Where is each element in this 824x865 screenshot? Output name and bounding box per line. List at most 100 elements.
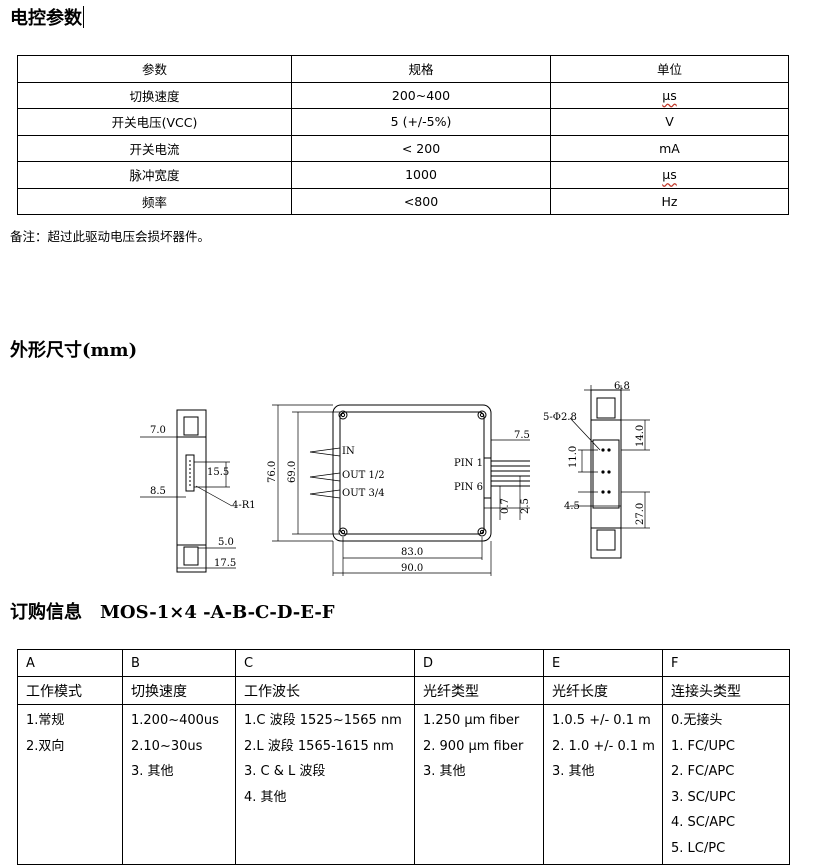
order-name-cell: 工作模式 — [17, 676, 123, 705]
text-cursor — [83, 6, 84, 28]
order-options-cell-e: 1.0.5 +/- 0.1 m 2. 1.0 +/- 0.1 m 3. 其他 — [543, 704, 663, 865]
option-item: 3. SC/UPC — [671, 789, 736, 805]
order-letter-cell: F — [662, 649, 790, 677]
option-item: 1.0.5 +/- 0.1 m — [552, 713, 651, 728]
option-item: 1.200~400us — [131, 713, 219, 728]
order-options-cell-d: 1.250 μm fiber 2. 900 μm fiber 3. 其他 — [414, 704, 544, 865]
spec-param-cell: 切换速度 — [17, 81, 292, 109]
option-item: 1.常规 — [26, 713, 65, 728]
dimension-drawing: 7.0 15.5 8.5 4-R1 5.0 17.5 76.0 69.0 IN … — [140, 381, 650, 576]
spec-header-cell: 规格 — [291, 55, 551, 83]
spec-header-cell: 参数 — [17, 55, 292, 83]
dim-label: 4-R1 — [232, 500, 256, 511]
spec-unit-cell: V — [550, 108, 789, 136]
order-letter-cell: B — [122, 649, 236, 677]
side-view-left — [140, 409, 236, 573]
dim-label: 7.5 — [514, 430, 530, 441]
warning-note: 备注：超过此驱动电压会损坏器件。 — [10, 229, 211, 244]
spec-unit-cell: μs — [550, 81, 789, 109]
order-letter-cell: A — [17, 649, 123, 677]
option-item: 1. FC/UPC — [671, 738, 735, 754]
spec-header-row: 参数 规格 单位 — [17, 55, 789, 83]
ordering-heading: 订购信息 MOS-1×4 -A-B-C-D-E-F — [10, 598, 335, 624]
dimensions-heading: 外形尺寸(mm) — [10, 340, 138, 361]
ordering-table: A B C D E F 工作模式 切换速度 工作波长 光纤类型 光纤长度 连接头… — [17, 649, 790, 865]
option-item: 2. FC/APC — [671, 764, 735, 779]
spec-param-cell: 频率 — [17, 187, 292, 215]
order-name-cell: 连接头类型 — [662, 676, 790, 705]
order-name-row: 工作模式 切换速度 工作波长 光纤类型 光纤长度 连接头类型 — [17, 676, 790, 705]
order-name-cell: 切换速度 — [122, 676, 236, 705]
dim-label: 4.5 — [564, 501, 580, 512]
order-letter-cell: D — [414, 649, 544, 677]
option-item: 3. C & L 波段 — [244, 764, 326, 779]
side-view-right — [569, 385, 650, 559]
option-item: 5. LC/PC — [671, 840, 726, 856]
top-view-main — [272, 404, 530, 576]
ordering-label: 订购信息 — [10, 602, 82, 623]
option-item: 2. 900 μm fiber — [423, 738, 524, 754]
spec-unit-cell: Hz — [550, 187, 789, 215]
option-item: 3. 其他 — [423, 764, 466, 779]
spec-value-cell: <800 — [291, 187, 551, 215]
dim-label: 7.0 — [150, 425, 166, 436]
spec-value-cell: 200~400 — [291, 81, 551, 109]
electrical-spec-table: 参数 规格 单位 切换速度 200~400 μs 开关电压(VCC) 5 (+/… — [17, 55, 789, 215]
spec-row: 开关电流 < 200 mA — [17, 134, 789, 162]
dim-label: 83.0 — [401, 547, 423, 558]
spec-param-cell: 脉冲宽度 — [17, 161, 292, 189]
option-item: 3. 其他 — [552, 764, 595, 779]
order-options-cell-b: 1.200~400us 2.10~30us 3. 其他 — [122, 704, 236, 865]
pin-label: PIN 1 — [454, 458, 483, 469]
dim-label: 90.0 — [401, 563, 423, 574]
dim-label: 8.5 — [150, 486, 166, 497]
option-item: 1.C 波段 1525~1565 nm — [244, 713, 402, 728]
option-item: 2.L 波段 1565-1615 nm — [244, 738, 394, 754]
spec-unit-cell: μs — [550, 161, 789, 189]
dim-label: 2.5 — [520, 498, 531, 514]
pin-label: PIN 6 — [454, 482, 483, 493]
electrical-params-heading: 电控参数 — [10, 6, 84, 29]
order-letter-cell: C — [235, 649, 415, 677]
ordering-code: MOS-1×4 -A-B-C-D-E-F — [100, 602, 335, 623]
dim-label: 15.5 — [207, 467, 229, 478]
order-name-cell: 光纤类型 — [414, 676, 544, 705]
dim-label: 27.0 — [635, 503, 646, 525]
order-letter-cell: E — [543, 649, 663, 677]
order-name-cell: 光纤长度 — [543, 676, 663, 705]
option-item: 2.双向 — [26, 738, 65, 754]
spec-row: 开关电压(VCC) 5 (+/-5%) V — [17, 108, 789, 136]
dim-label: 5-Φ2.8 — [543, 412, 577, 423]
option-item: 2.10~30us — [131, 738, 203, 754]
spec-row: 切换速度 200~400 μs — [17, 81, 789, 109]
dim-label: 17.5 — [214, 558, 236, 569]
order-options-cell-a: 1.常规 2.双向 — [17, 704, 123, 865]
order-letter-row: A B C D E F — [17, 649, 790, 677]
dim-label: 5.0 — [218, 537, 234, 548]
option-item: 0.无接头 — [671, 713, 723, 728]
spec-value-cell: 5 (+/-5%) — [291, 108, 551, 136]
spec-unit-text: μs — [662, 87, 677, 103]
dim-label: 69.0 — [287, 461, 298, 483]
spec-unit-cell: mA — [550, 134, 789, 162]
order-options-cell-f: 0.无接头 1. FC/UPC 2. FC/APC 3. SC/UPC 4. S… — [662, 704, 790, 865]
spec-row: 脉冲宽度 1000 μs — [17, 161, 789, 189]
spec-row: 频率 <800 Hz — [17, 187, 789, 215]
port-label: IN — [342, 446, 355, 457]
dim-label: 14.0 — [635, 425, 646, 447]
option-item: 4. SC/APC — [671, 815, 736, 830]
spec-value-cell: 1000 — [291, 161, 551, 189]
dim-label: 11.0 — [568, 446, 579, 468]
dim-label: 6.8 — [614, 381, 630, 392]
spec-unit-text: μs — [662, 167, 677, 183]
dim-label: 76.0 — [267, 461, 278, 483]
option-item: 2. 1.0 +/- 0.1 m — [552, 738, 655, 754]
spec-param-cell: 开关电流 — [17, 134, 292, 162]
option-item: 3. 其他 — [131, 764, 174, 779]
order-options-row: 1.常规 2.双向 1.200~400us 2.10~30us 3. 其他 1.… — [17, 704, 790, 865]
spec-value-cell: < 200 — [291, 134, 551, 162]
option-item: 1.250 μm fiber — [423, 713, 520, 728]
dim-label: 0.7 — [500, 498, 511, 514]
order-name-cell: 工作波长 — [235, 676, 415, 705]
port-label: OUT 1/2 — [342, 470, 385, 481]
